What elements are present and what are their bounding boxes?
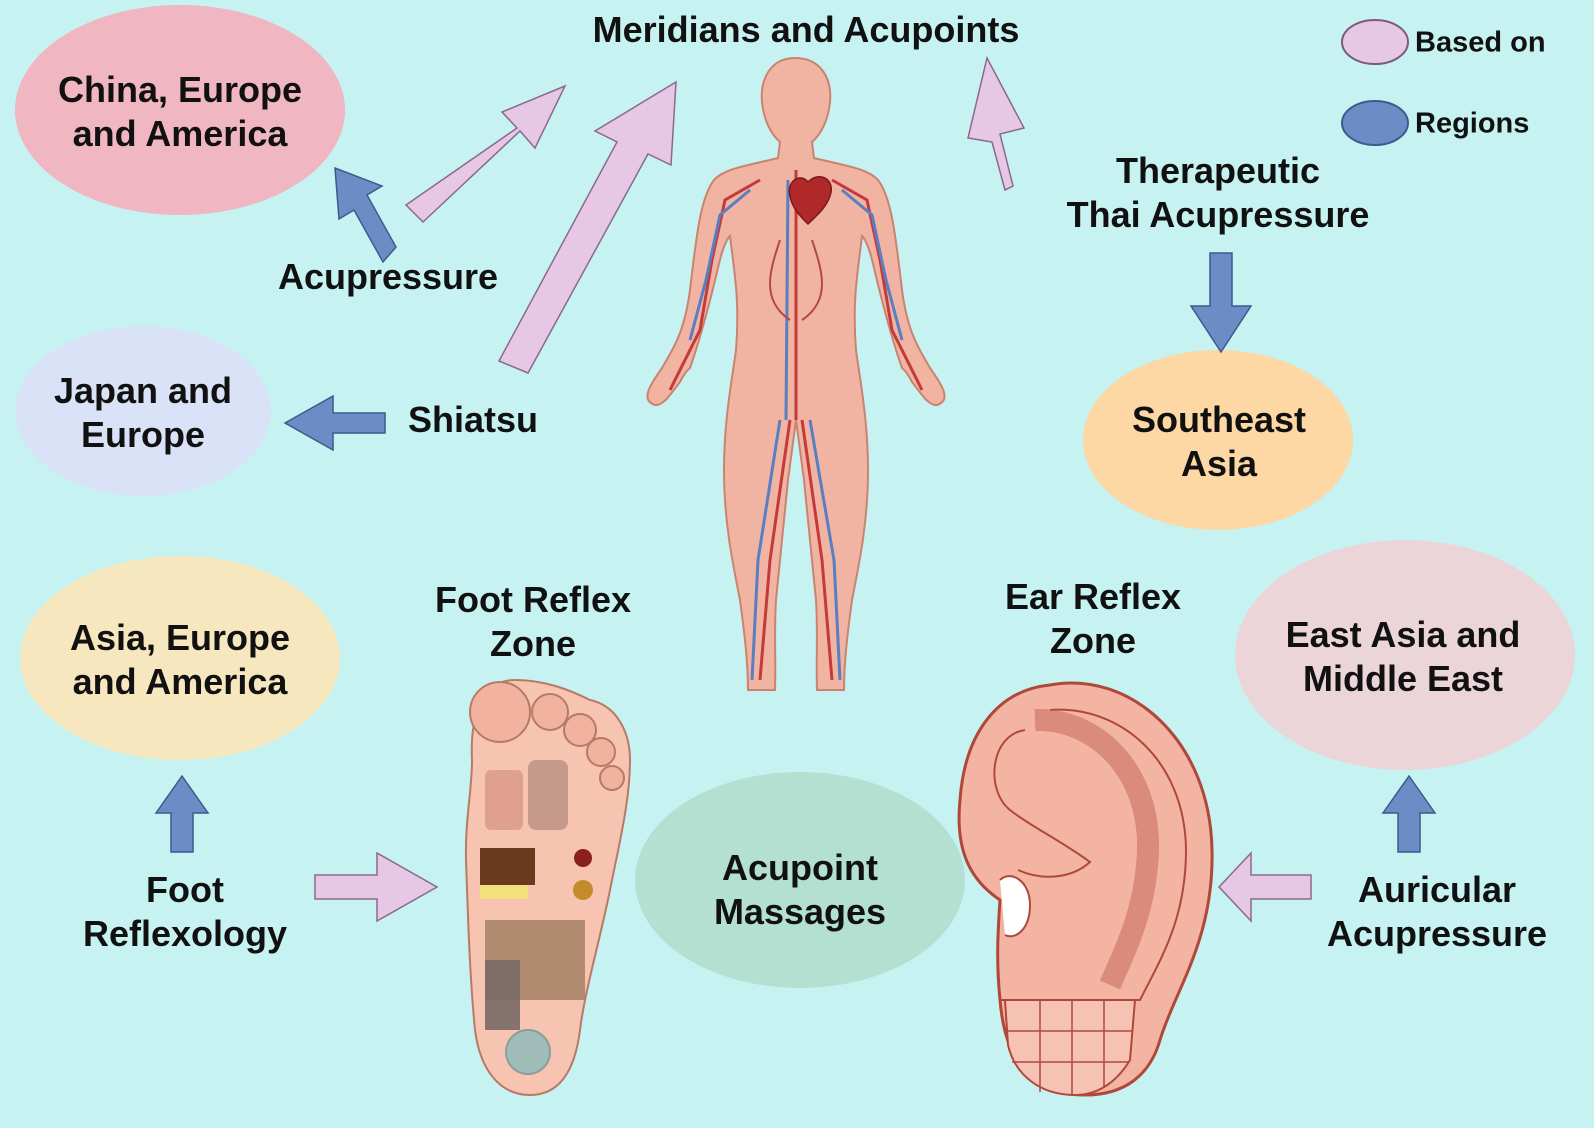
region-asia-europe-america [20,556,340,760]
legend-swatch-regions [1341,100,1409,146]
arrow-foot-reflexology-to-asia-europe-america [154,774,210,853]
legend-swatch-based-on [1341,19,1409,65]
human-body-anatomy-icon [646,56,946,691]
arrow-shiatsu-to-japan-europe [283,394,386,452]
arrow-auricular-to-east-asia-middle-east [1381,774,1437,853]
region-japan-europe [15,326,271,496]
region-china-europe-america [15,5,345,215]
arrow-acupressure-to-meridians [404,84,567,224]
arrow-thai-to-southeast-asia [1189,252,1253,354]
arrow-shiatsu-to-meridians [497,80,677,374]
arrow-acupressure-to-china-europe-america [334,166,397,264]
legend-label-based-on: Based on [1415,26,1546,59]
legend-label-regions: Regions [1415,107,1530,140]
foot-reflex-map-icon [464,678,632,1097]
technique-label-shiatsu: Shiatsu [407,399,539,441]
technique-label-acupressure: Acupressure [277,256,499,298]
based-on-arrows [314,55,1312,923]
arrow-foot-reflexology-to-foot-zone [314,851,439,923]
region-arrows [154,166,1437,853]
ear-reflex-map-icon [957,681,1214,1097]
arrow-thai-to-meridians [967,55,1026,192]
region-acupoint-massages [635,772,965,988]
region-southeast-asia [1083,350,1353,530]
region-east-asia-middle-east [1235,540,1575,770]
diagram-title: Meridians and Acupoints [592,9,1020,51]
arrow-auricular-to-ear-zone [1217,851,1312,923]
